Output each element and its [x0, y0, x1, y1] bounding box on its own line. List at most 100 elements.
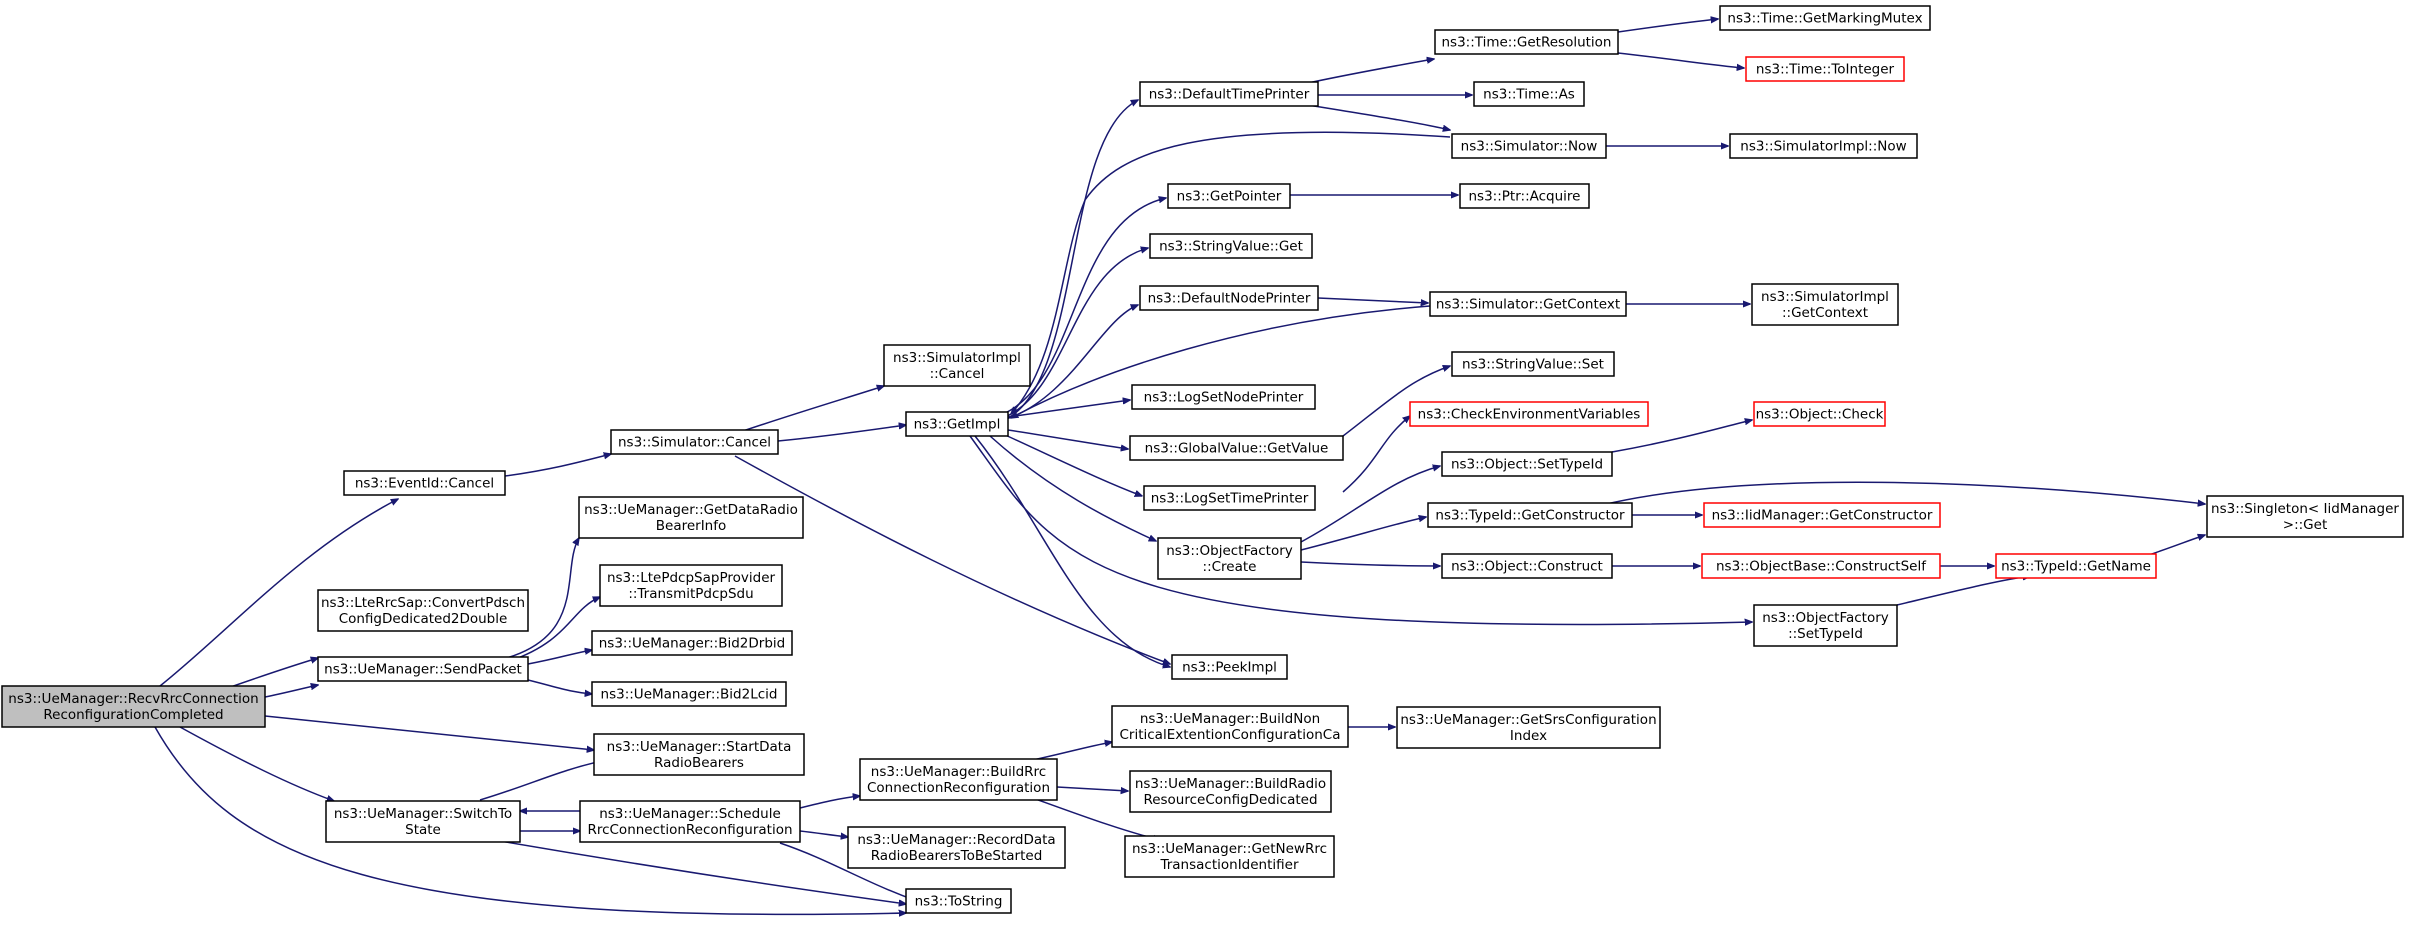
node-box[interactable] — [1441, 451, 1613, 477]
node-ptr-acquire[interactable]: ns3::Ptr::Acquire — [1459, 183, 1590, 209]
node-object-check[interactable]: ns3::Object::Check — [1753, 401, 1886, 427]
node-time-as[interactable]: ns3::Time::As — [1473, 81, 1585, 107]
node-box[interactable] — [1396, 706, 1661, 749]
node-get-pointer[interactable]: ns3::GetPointer — [1167, 183, 1291, 209]
node-object-base-construct-self[interactable]: ns3::ObjectBase::ConstructSelf — [1701, 553, 1941, 579]
node-iid-manager-get-constructor[interactable]: ns3::IidManager::GetConstructor — [1703, 502, 1941, 528]
node-record-data[interactable]: ns3::UeManager::RecordDataRadioBearersTo… — [847, 826, 1066, 869]
node-box[interactable] — [1171, 654, 1288, 680]
node-string-value-get[interactable]: ns3::StringValue::Get — [1149, 233, 1313, 259]
node-box[interactable] — [1129, 770, 1332, 813]
node-global-value-get-value[interactable]: ns3::GlobalValue::GetValue — [1129, 435, 1344, 461]
node-build-rrc[interactable]: ns3::UeManager::BuildRrcConnectionReconf… — [859, 758, 1058, 801]
node-box[interactable] — [883, 344, 1031, 387]
node-box[interactable] — [317, 589, 529, 632]
node-box[interactable] — [1719, 5, 1931, 31]
node-box[interactable] — [1129, 435, 1344, 461]
node-send-packet[interactable]: ns3::UeManager::SendPacket — [317, 656, 529, 682]
node-box[interactable] — [1451, 351, 1615, 377]
node-check-env[interactable]: ns3::CheckEnvironmentVariables — [1409, 401, 1649, 427]
node-sim-impl-cancel[interactable]: ns3::SimulatorImpl::Cancel — [883, 344, 1031, 387]
node-box[interactable] — [610, 429, 779, 455]
node-singleton-get[interactable]: ns3::Singleton< IidManager >::Get — [2206, 495, 2404, 538]
node-box[interactable] — [1729, 133, 1918, 159]
node-simulator-get-context[interactable]: ns3::Simulator::GetContext — [1429, 291, 1627, 317]
node-box[interactable] — [1751, 283, 1899, 326]
node-box[interactable] — [1441, 553, 1613, 579]
node-box[interactable] — [593, 733, 805, 776]
node-box[interactable] — [905, 411, 1009, 437]
node-box[interactable] — [317, 656, 529, 682]
node-string-value-set[interactable]: ns3::StringValue::Set — [1451, 351, 1615, 377]
node-time-get-resolution[interactable]: ns3::Time::GetResolution — [1434, 29, 1619, 55]
node-box[interactable] — [325, 800, 521, 843]
node-box[interactable] — [1434, 29, 1619, 55]
node-bid2-drbid[interactable]: ns3::UeManager::Bid2Drbid — [591, 630, 793, 656]
node-convert-pdsch[interactable]: ns3::LteRrcSap::ConvertPdschConfigDedica… — [317, 589, 529, 632]
node-bid2-lcid[interactable]: ns3::UeManager::Bid2Lcid — [591, 681, 787, 707]
node-default-time-printer[interactable]: ns3::DefaultTimePrinter — [1139, 81, 1319, 107]
node-box[interactable] — [1111, 705, 1349, 748]
node-box[interactable] — [1149, 233, 1313, 259]
node-box[interactable] — [1753, 401, 1886, 427]
node-box[interactable] — [1703, 502, 1941, 528]
node-box[interactable] — [1429, 291, 1627, 317]
node-transmit-pdcp[interactable]: ns3::LtePdcpSapProvider::TransmitPdcpSdu — [599, 564, 783, 607]
node-box[interactable] — [859, 758, 1058, 801]
node-box[interactable] — [1157, 537, 1302, 580]
node-box[interactable] — [1427, 502, 1633, 528]
node-get-new-rrc[interactable]: ns3::UeManager::GetNewRrcTransactionIden… — [1124, 835, 1335, 878]
node-box[interactable] — [1459, 183, 1590, 209]
node-object-construct[interactable]: ns3::Object::Construct — [1441, 553, 1613, 579]
node-box[interactable] — [1, 685, 266, 728]
node-box[interactable] — [1995, 553, 2157, 579]
node-box[interactable] — [1451, 133, 1607, 159]
node-type-id-get-name[interactable]: ns3::TypeId::GetName — [1995, 553, 2157, 579]
node-time-to-integer[interactable]: ns3::Time::ToInteger — [1745, 56, 1905, 82]
node-box[interactable] — [343, 470, 506, 496]
node-box[interactable] — [1473, 81, 1585, 107]
node-box[interactable] — [1143, 485, 1316, 511]
node-log-set-time-printer[interactable]: ns3::LogSetTimePrinter — [1143, 485, 1316, 511]
node-box[interactable] — [1753, 604, 1898, 647]
node-box[interactable] — [1701, 553, 1941, 579]
node-simulator-impl-get-context[interactable]: ns3::SimulatorImpl::GetContext — [1751, 283, 1899, 326]
node-box[interactable] — [591, 681, 787, 707]
node-box[interactable] — [847, 826, 1066, 869]
node-box[interactable] — [1167, 183, 1291, 209]
node-peek-impl[interactable]: ns3::PeekImpl — [1171, 654, 1288, 680]
node-build-radio-resource[interactable]: ns3::UeManager::BuildRadioResourceConfig… — [1129, 770, 1332, 813]
node-simulator-now[interactable]: ns3::Simulator::Now — [1451, 133, 1607, 159]
node-log-set-node-printer[interactable]: ns3::LogSetNodePrinter — [1131, 384, 1316, 410]
node-box[interactable] — [1139, 81, 1319, 107]
node-box[interactable] — [599, 564, 783, 607]
node-box[interactable] — [1131, 384, 1316, 410]
node-get-impl[interactable]: ns3::GetImpl — [905, 411, 1009, 437]
node-box[interactable] — [591, 630, 793, 656]
node-sim-cancel[interactable]: ns3::Simulator::Cancel — [610, 429, 779, 455]
node-box[interactable] — [1124, 835, 1335, 878]
node-object-factory-set-type-id[interactable]: ns3::ObjectFactory::SetTypeId — [1753, 604, 1898, 647]
node-build-non-critical[interactable]: ns3::UeManager::BuildNonCriticalExtentio… — [1111, 705, 1349, 748]
node-box[interactable] — [1745, 56, 1905, 82]
node-object-factory-create[interactable]: ns3::ObjectFactory::Create — [1157, 537, 1302, 580]
node-box[interactable] — [578, 496, 804, 539]
node-root[interactable]: ns3::UeManager::RecvRrcConnectionReconfi… — [1, 685, 266, 728]
node-schedule-rrc[interactable]: ns3::UeManager::ScheduleRrcConnectionRec… — [579, 800, 801, 843]
node-box[interactable] — [905, 888, 1012, 914]
node-box[interactable] — [1139, 285, 1319, 311]
node-default-node-printer[interactable]: ns3::DefaultNodePrinter — [1139, 285, 1319, 311]
node-event-cancel[interactable]: ns3::EventId::Cancel — [343, 470, 506, 496]
node-simulator-impl-now[interactable]: ns3::SimulatorImpl::Now — [1729, 133, 1918, 159]
node-to-string[interactable]: ns3::ToString — [905, 888, 1012, 914]
node-box[interactable] — [2206, 495, 2404, 538]
node-object-set-type-id[interactable]: ns3::Object::SetTypeId — [1441, 451, 1613, 477]
node-time-get-marking-mutex[interactable]: ns3::Time::GetMarkingMutex — [1719, 5, 1931, 31]
node-box[interactable] — [1409, 401, 1649, 427]
node-box[interactable] — [579, 800, 801, 843]
node-type-id-get-constructor[interactable]: ns3::TypeId::GetConstructor — [1427, 502, 1633, 528]
